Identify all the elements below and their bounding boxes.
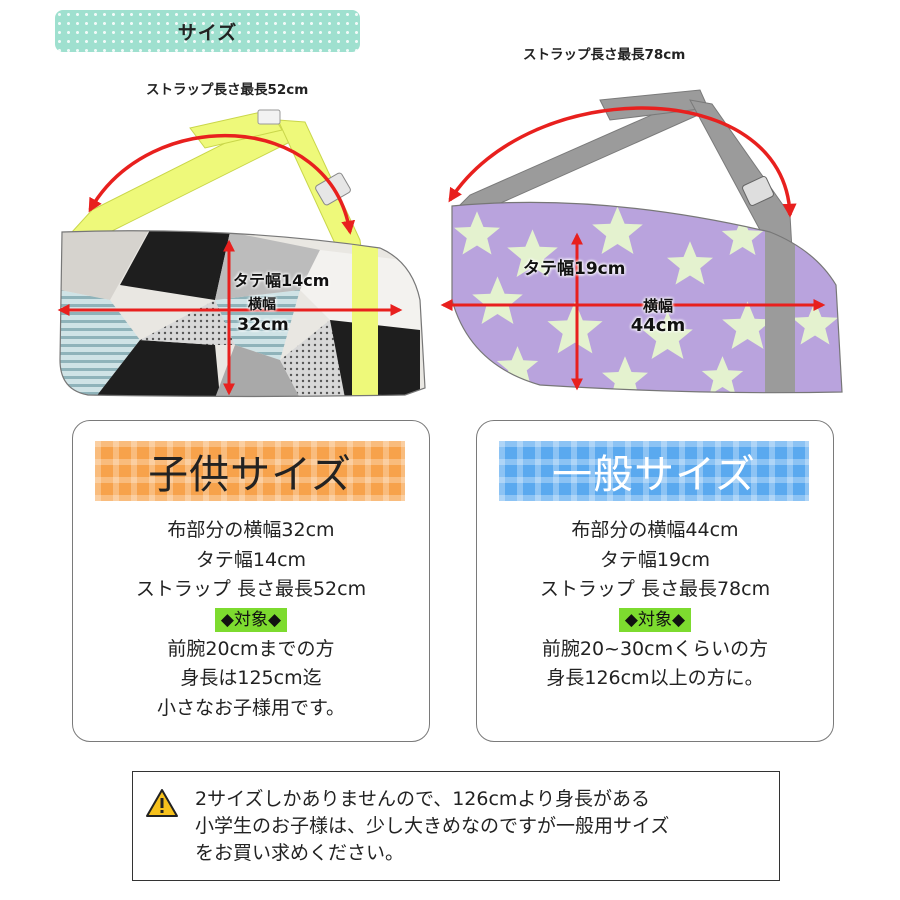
general-strap-arrow [448,106,797,218]
child-sling-image [59,109,426,398]
child-width-label: 横幅 [248,297,276,313]
general-fabric-width: 布部分の横幅44cm [571,519,739,541]
notice-box: 2サイズしかありませんので、126cmより身長がある 小学生のお子様は、少し大き… [132,771,780,881]
child-height-label: タテ幅14cm [233,271,330,290]
general-size-title: 一般サイズ [499,441,809,501]
child-target-badge: ◆対象◆ [214,607,288,632]
section-header: サイズ [55,10,360,52]
notice-line-2: 小学生のお子様は、少し大きめなのですが一般用サイズ [195,815,670,837]
general-target-line-2: 身長126cm以上の方に。 [546,667,764,689]
child-target-line-2: 身長は125cm迄 [180,667,322,689]
child-target-line-1: 前腕20cmまでの方 [167,637,335,660]
child-size-title: 子供サイズ [95,441,405,501]
child-target-line-3: 小さなお子様用です。 [156,696,346,719]
notice-text: 2サイズしかありませんので、126cmより身長がある 小学生のお子様は、少し大き… [195,786,669,867]
general-strap-length: ストラップ 長さ最長78cm [539,578,771,600]
child-strap-label: ストラップ長さ最長52cm [146,82,309,98]
general-target-badge: ◆対象◆ [618,607,692,632]
section-title: サイズ [177,21,238,44]
child-size-box: 子供サイズ 布部分の横幅32cm タテ幅14cm ストラップ 長さ最長52cm … [72,420,430,742]
general-width-value: 44cm [630,315,686,336]
general-width-label: 横幅 [642,297,673,315]
general-height: タテ幅19cm [599,548,711,571]
general-height-label: タテ幅19cm [523,259,626,279]
warning-icon [146,789,178,817]
general-spec-list: 布部分の横幅44cm タテ幅19cm ストラップ 長さ最長78cm ◆対象◆ 前… [477,516,833,694]
notice-line-3: をお買い求めください。 [195,842,405,864]
general-target-line-1: 前腕20~30cmくらいの方 [541,637,769,660]
child-width-value: 32cm [237,315,289,335]
product-illustrations [57,89,843,398]
child-spec-list: 布部分の横幅32cm タテ幅14cm ストラップ 長さ最長52cm ◆対象◆ 前… [73,516,429,723]
child-strap-arrow [88,133,356,235]
child-fabric-width: 布部分の横幅32cm [167,519,335,541]
child-strap-length: ストラップ 長さ最長52cm [135,578,367,600]
general-sling-image [451,89,843,394]
general-strap-label: ストラップ長さ最長78cm [523,47,686,63]
child-height: タテ幅14cm [195,548,307,571]
notice-line-1: 2サイズしかありませんので、126cmより身長がある [195,788,651,810]
general-size-box: 一般サイズ 布部分の横幅44cm タテ幅19cm ストラップ 長さ最長78cm … [476,420,834,742]
